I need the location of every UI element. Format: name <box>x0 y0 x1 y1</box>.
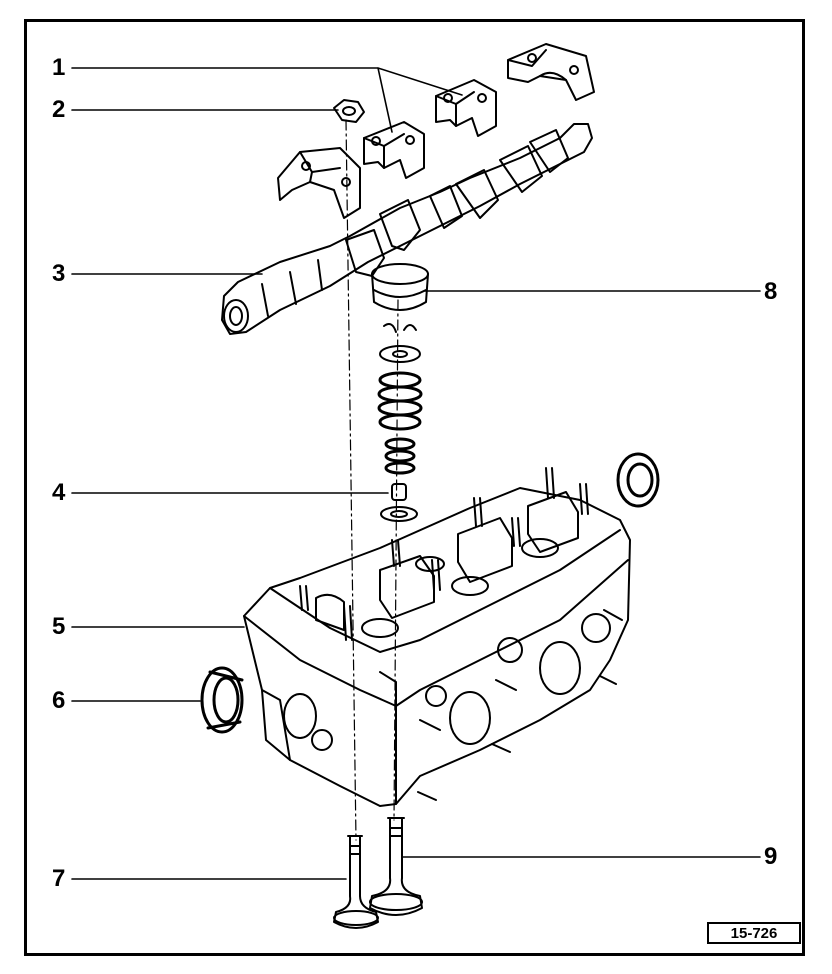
axis-exhaust <box>345 119 357 841</box>
callout-6: 6 <box>52 687 66 714</box>
camshaft <box>221 123 593 335</box>
figure-reference-label: 15-726 <box>707 922 801 944</box>
callout-4: 4 <box>52 479 66 506</box>
bearing-cap-c <box>507 43 595 101</box>
seal-right <box>616 452 660 508</box>
spring-seat <box>380 506 418 522</box>
assembly-axes <box>345 119 399 841</box>
bucket-tappet <box>371 263 429 311</box>
callout-7: 7 <box>52 865 66 892</box>
bearing-cap-a <box>363 121 425 179</box>
camshaft-oil-seal <box>200 666 244 734</box>
spring-retainer <box>379 345 421 363</box>
hex-nut <box>333 99 365 123</box>
exhaust-valve <box>333 835 379 929</box>
inner-valve-spring <box>384 437 416 475</box>
callout-1: 1 <box>52 54 66 81</box>
bearing-cap-d <box>277 147 361 219</box>
cylinder-head <box>243 467 631 807</box>
valve-stem-seal <box>391 483 407 501</box>
intake-valve <box>369 817 423 916</box>
outer-valve-spring <box>377 371 423 431</box>
valve-keepers <box>383 323 417 333</box>
bearing-cap-b <box>435 79 497 137</box>
callout-8: 8 <box>764 278 778 305</box>
callout-9: 9 <box>764 843 778 870</box>
callout-5: 5 <box>52 613 66 640</box>
leader-lines <box>71 67 761 880</box>
callout-2: 2 <box>52 96 66 123</box>
diagram-frame <box>24 19 805 956</box>
callout-3: 3 <box>52 260 66 287</box>
